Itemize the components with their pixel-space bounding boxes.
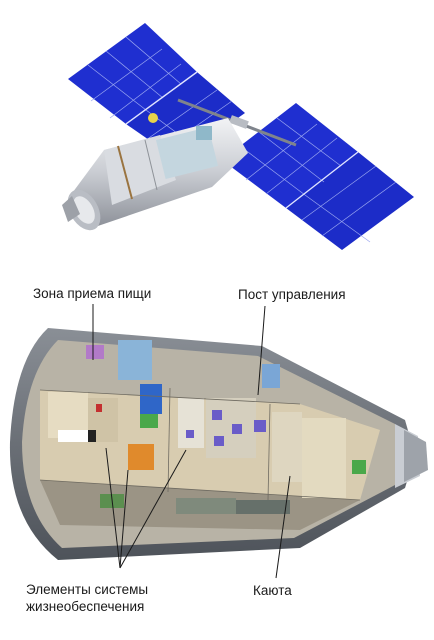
- module-cutaway: [9, 304, 428, 579]
- solar-array-right: [222, 103, 414, 250]
- space-station-render: [62, 23, 414, 250]
- leader-lines: [92, 304, 291, 579]
- label-control-post: Пост управления: [238, 287, 346, 302]
- label-life-support: Элементы системы жизнеобеспечения: [26, 581, 148, 615]
- label-food-zone: Зона приема пищи: [33, 286, 152, 301]
- label-life-support-line1: Элементы системы: [26, 582, 149, 597]
- label-cabin: Каюта: [253, 583, 292, 598]
- station-hull: [62, 118, 248, 231]
- label-life-support-line2: жизнеобеспечения: [26, 599, 145, 614]
